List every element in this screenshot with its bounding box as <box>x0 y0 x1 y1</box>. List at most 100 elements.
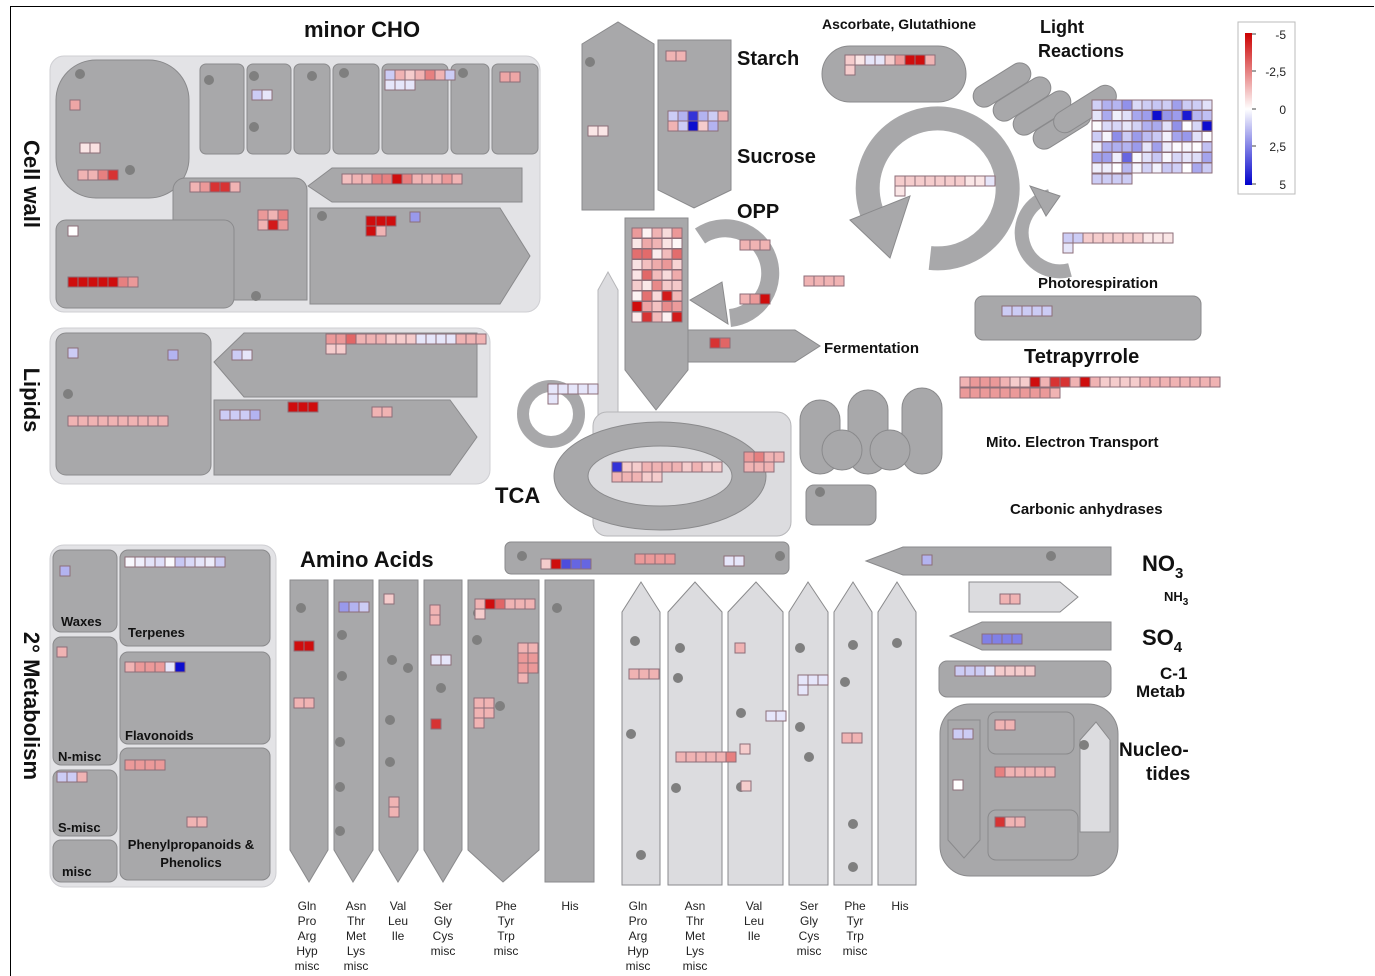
heatmap-cell <box>724 556 734 566</box>
heatmap-cell <box>672 260 682 270</box>
amino-acid-label: Gly <box>800 914 818 928</box>
heatmap-cell <box>875 55 885 65</box>
heatmap-cell <box>541 559 551 569</box>
heatmap-cell <box>935 176 945 186</box>
label-sucrose: Sucrose <box>737 146 816 168</box>
heatmap-cell <box>1040 377 1050 387</box>
heatmap-cell <box>895 186 905 196</box>
heatmap-cell <box>1092 132 1102 142</box>
amino-acid-label: Trp <box>497 929 515 943</box>
heatmap-cell <box>642 249 652 259</box>
heatmap-cell <box>808 675 818 685</box>
heatmap-cell <box>955 666 965 676</box>
heatmap-cell <box>982 634 992 644</box>
amino-acid-label: Met <box>346 929 367 943</box>
heatmap-cell <box>662 462 672 472</box>
heatmap-cell <box>642 472 652 482</box>
heatmap-cell <box>1112 174 1122 184</box>
heatmap-cell <box>652 281 662 291</box>
heatmap-cell <box>359 602 369 612</box>
heatmap-cell <box>474 718 484 728</box>
heatmap-cell <box>1142 142 1152 152</box>
heatmap-cell <box>108 416 118 426</box>
heatmap-cell <box>804 276 814 286</box>
heatmap-cell <box>155 557 165 567</box>
heatmap-cell <box>386 334 396 344</box>
heatmap-cell <box>232 350 242 360</box>
heatmap-cell <box>1202 100 1212 110</box>
heatmap-cell <box>953 729 963 739</box>
label-light-1: Light <box>1040 17 1084 37</box>
amino-acid-label: Tyr <box>498 914 515 928</box>
heatmap-cell <box>1142 163 1152 173</box>
label-nucleo-2: tides <box>1146 764 1190 785</box>
heatmap-cell <box>915 55 925 65</box>
heatmap-cell <box>308 402 318 412</box>
heatmap-cell <box>1190 377 1200 387</box>
heatmap-cell <box>395 80 405 90</box>
legend-tick-2: -2,5 <box>1265 65 1286 79</box>
heatmap-cell <box>1102 174 1112 184</box>
heatmap-cell <box>632 228 642 238</box>
heatmap-cell <box>304 641 314 651</box>
heatmap-cell <box>1000 594 1010 604</box>
heatmap-cell <box>662 228 672 238</box>
heatmap-cell <box>922 555 932 565</box>
heatmap-cell <box>750 294 760 304</box>
heatmap-cell <box>125 557 135 567</box>
heatmap-cell <box>476 334 486 344</box>
heatmap-cell <box>642 239 652 249</box>
label-starch: Starch <box>737 48 799 70</box>
heatmap-cell <box>220 182 230 192</box>
heatmap-cell <box>441 655 451 665</box>
heatmap-cell <box>1192 163 1202 173</box>
heatmap-cell <box>430 605 440 615</box>
heatmap-cell <box>1192 132 1202 142</box>
heatmap-cell <box>1102 142 1112 152</box>
heatmap-cell <box>622 472 632 482</box>
heatmap-cell <box>676 51 686 61</box>
heatmap-cell <box>431 655 441 665</box>
ascorbate-shape <box>822 46 966 102</box>
heatmap-cell <box>692 462 702 472</box>
heatmap-cell <box>1040 388 1050 398</box>
amino-acid-label: Cys <box>799 929 820 943</box>
amino-acid-label: Arg <box>629 929 648 943</box>
heatmap-cell <box>1192 100 1202 110</box>
heatmap-cell <box>135 557 145 567</box>
heatmap-cell <box>662 270 672 280</box>
heatmap-cell <box>1122 132 1132 142</box>
heatmap-cell <box>1132 153 1142 163</box>
heatmap-cell <box>326 334 336 344</box>
heatmap-cell <box>1202 153 1212 163</box>
legend-tick-5: 5 <box>1279 178 1286 192</box>
amino-acid-label: misc <box>626 959 651 973</box>
heatmap-cell <box>1192 121 1202 131</box>
heatmap-cell <box>1142 100 1152 110</box>
heatmap-cell <box>632 249 642 259</box>
heatmap-cell <box>698 111 708 121</box>
label-minor-cho: minor CHO <box>304 17 420 42</box>
heatmap-cell <box>57 772 67 782</box>
heatmap-cell <box>98 416 108 426</box>
heatmap-cell <box>672 291 682 301</box>
heatmap-cell <box>88 170 98 180</box>
heatmap-cell <box>1182 153 1192 163</box>
amino-acid-label: Leu <box>388 914 408 928</box>
heatmap-cell <box>474 708 484 718</box>
heatmap-cell <box>77 772 87 782</box>
heatmap-cell <box>776 711 786 721</box>
heatmap-cell <box>1162 111 1172 121</box>
heatmap-cell <box>197 817 207 827</box>
heatmap-cell <box>250 410 260 420</box>
heatmap-cell <box>230 410 240 420</box>
heatmap-cell <box>326 344 336 354</box>
heatmap-cell <box>1005 666 1015 676</box>
heatmap-cell <box>645 554 655 564</box>
heatmap-cell <box>1092 111 1102 121</box>
heatmap-cell <box>662 312 672 322</box>
label-amino-acids: Amino Acids <box>300 547 434 572</box>
heatmap-cell <box>389 797 399 807</box>
amino-acid-label: Hyp <box>627 944 649 958</box>
heatmap-cell <box>1015 666 1025 676</box>
